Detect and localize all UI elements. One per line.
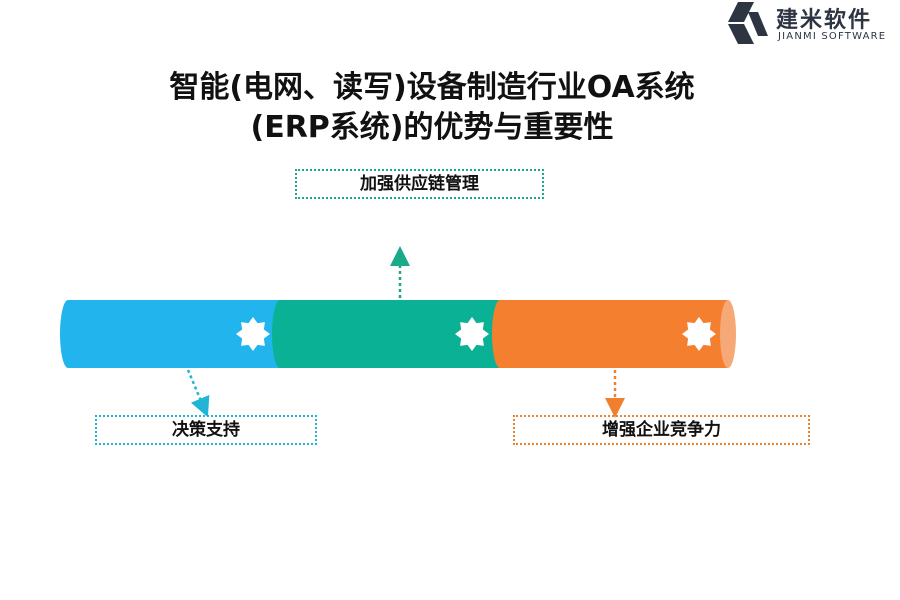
label-decision-support: 决策支持 (95, 415, 317, 445)
label-competitiveness: 增强企业竞争力 (513, 415, 810, 445)
star-icon (455, 317, 489, 351)
jianmi-logo-icon (728, 2, 768, 44)
star-icon (682, 317, 716, 351)
star-icon (236, 317, 270, 351)
brand-name-cn: 建米软件 (776, 8, 873, 33)
brand-name-en: JIANMI SOFTWARE (778, 31, 887, 42)
page-title-line-2: (ERP系统)的优势与重要性 (250, 110, 614, 145)
arrow-to-decision-support (186, 369, 210, 418)
page-title-line-1: 智能(电网、读写)设备制造行业OA系统 (169, 70, 695, 105)
brand-logo: 建米软件 JIANMI SOFTWARE (724, 0, 900, 48)
label-supply-chain: 加强供应链管理 (295, 169, 544, 199)
